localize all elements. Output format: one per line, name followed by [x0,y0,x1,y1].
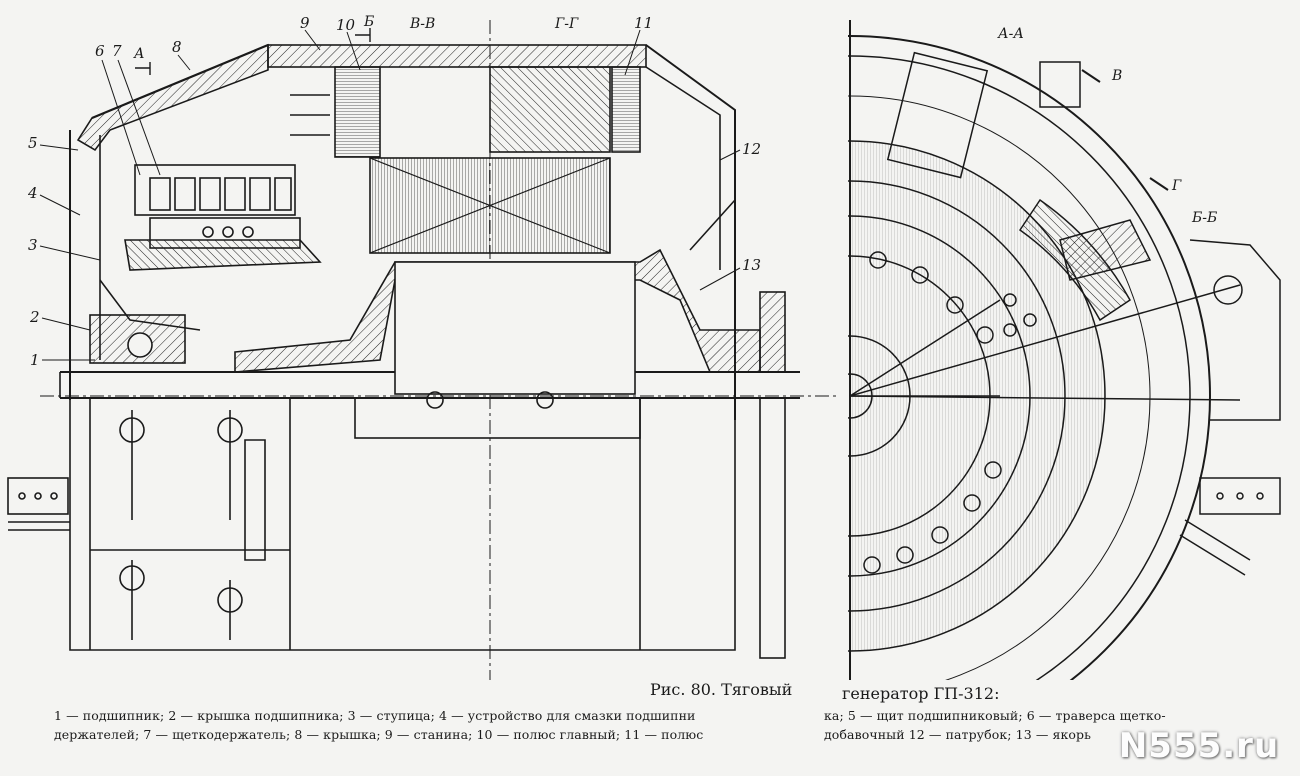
section-marks: А Б В-В Г-Г [133,14,579,62]
section-mark-a: А [133,46,145,62]
section-label-vv: В-В [409,16,435,32]
figure-caption-right: генератор ГП-312: [842,684,1000,703]
part-number: 7 [112,42,122,60]
part-number: 1 [30,351,40,369]
legend-line-3: ка; 5 — щит подшипниковый; 6 — траверса … [824,708,1166,723]
technical-drawing: 1 2 3 4 5 6 7 8 9 10 11 12 13 А Б В-В Г-… [7,14,1281,680]
part-number: 4 [27,184,38,202]
end-view [848,20,1281,680]
end-view-labels: А-А В Г Б-Б [997,26,1217,226]
part-number: 13 [742,256,761,274]
section-label-aa: А-А [997,26,1024,42]
legend-line-2: держателей; 7 — щеткодержатель; 8 — крыш… [54,727,704,742]
lower-bolts [119,410,243,640]
section-label-bb: Б-Б [1191,210,1217,226]
section-mark-b: Б [363,14,374,30]
part-number: 9 [300,14,310,32]
watermark-text: N555.ru [1118,726,1280,766]
part-number: 6 [95,42,105,60]
part-number: 10 [336,16,356,34]
brush-holders [149,177,292,211]
section-mark-g: Г [1171,178,1182,194]
figure-caption-left: Рис. 80. Тяговый [650,680,793,699]
legend-line-1: 1 — подшипник; 2 — крышка подшипника; 3 … [54,708,696,723]
part-number: 11 [634,14,653,32]
legend-line-4: добавочный 12 — патрубок; 13 — якорь [824,727,1092,742]
section-label-gg: Г-Г [554,16,579,32]
part-labels [39,29,741,361]
longitudinal-section [7,20,840,680]
site-watermark: N555.ru [1106,722,1292,770]
part-number: 12 [742,140,761,158]
part-number: 5 [28,134,38,152]
part-number: 8 [172,38,182,56]
section-mark-v: В [1111,68,1122,84]
bolt-circle [863,251,1037,574]
section-cut-marks [1081,69,1169,191]
part-number: 3 [28,236,38,254]
part-number-text: 1 2 3 4 5 6 7 8 9 10 11 12 13 [27,14,761,369]
part-number: 2 [29,308,40,326]
